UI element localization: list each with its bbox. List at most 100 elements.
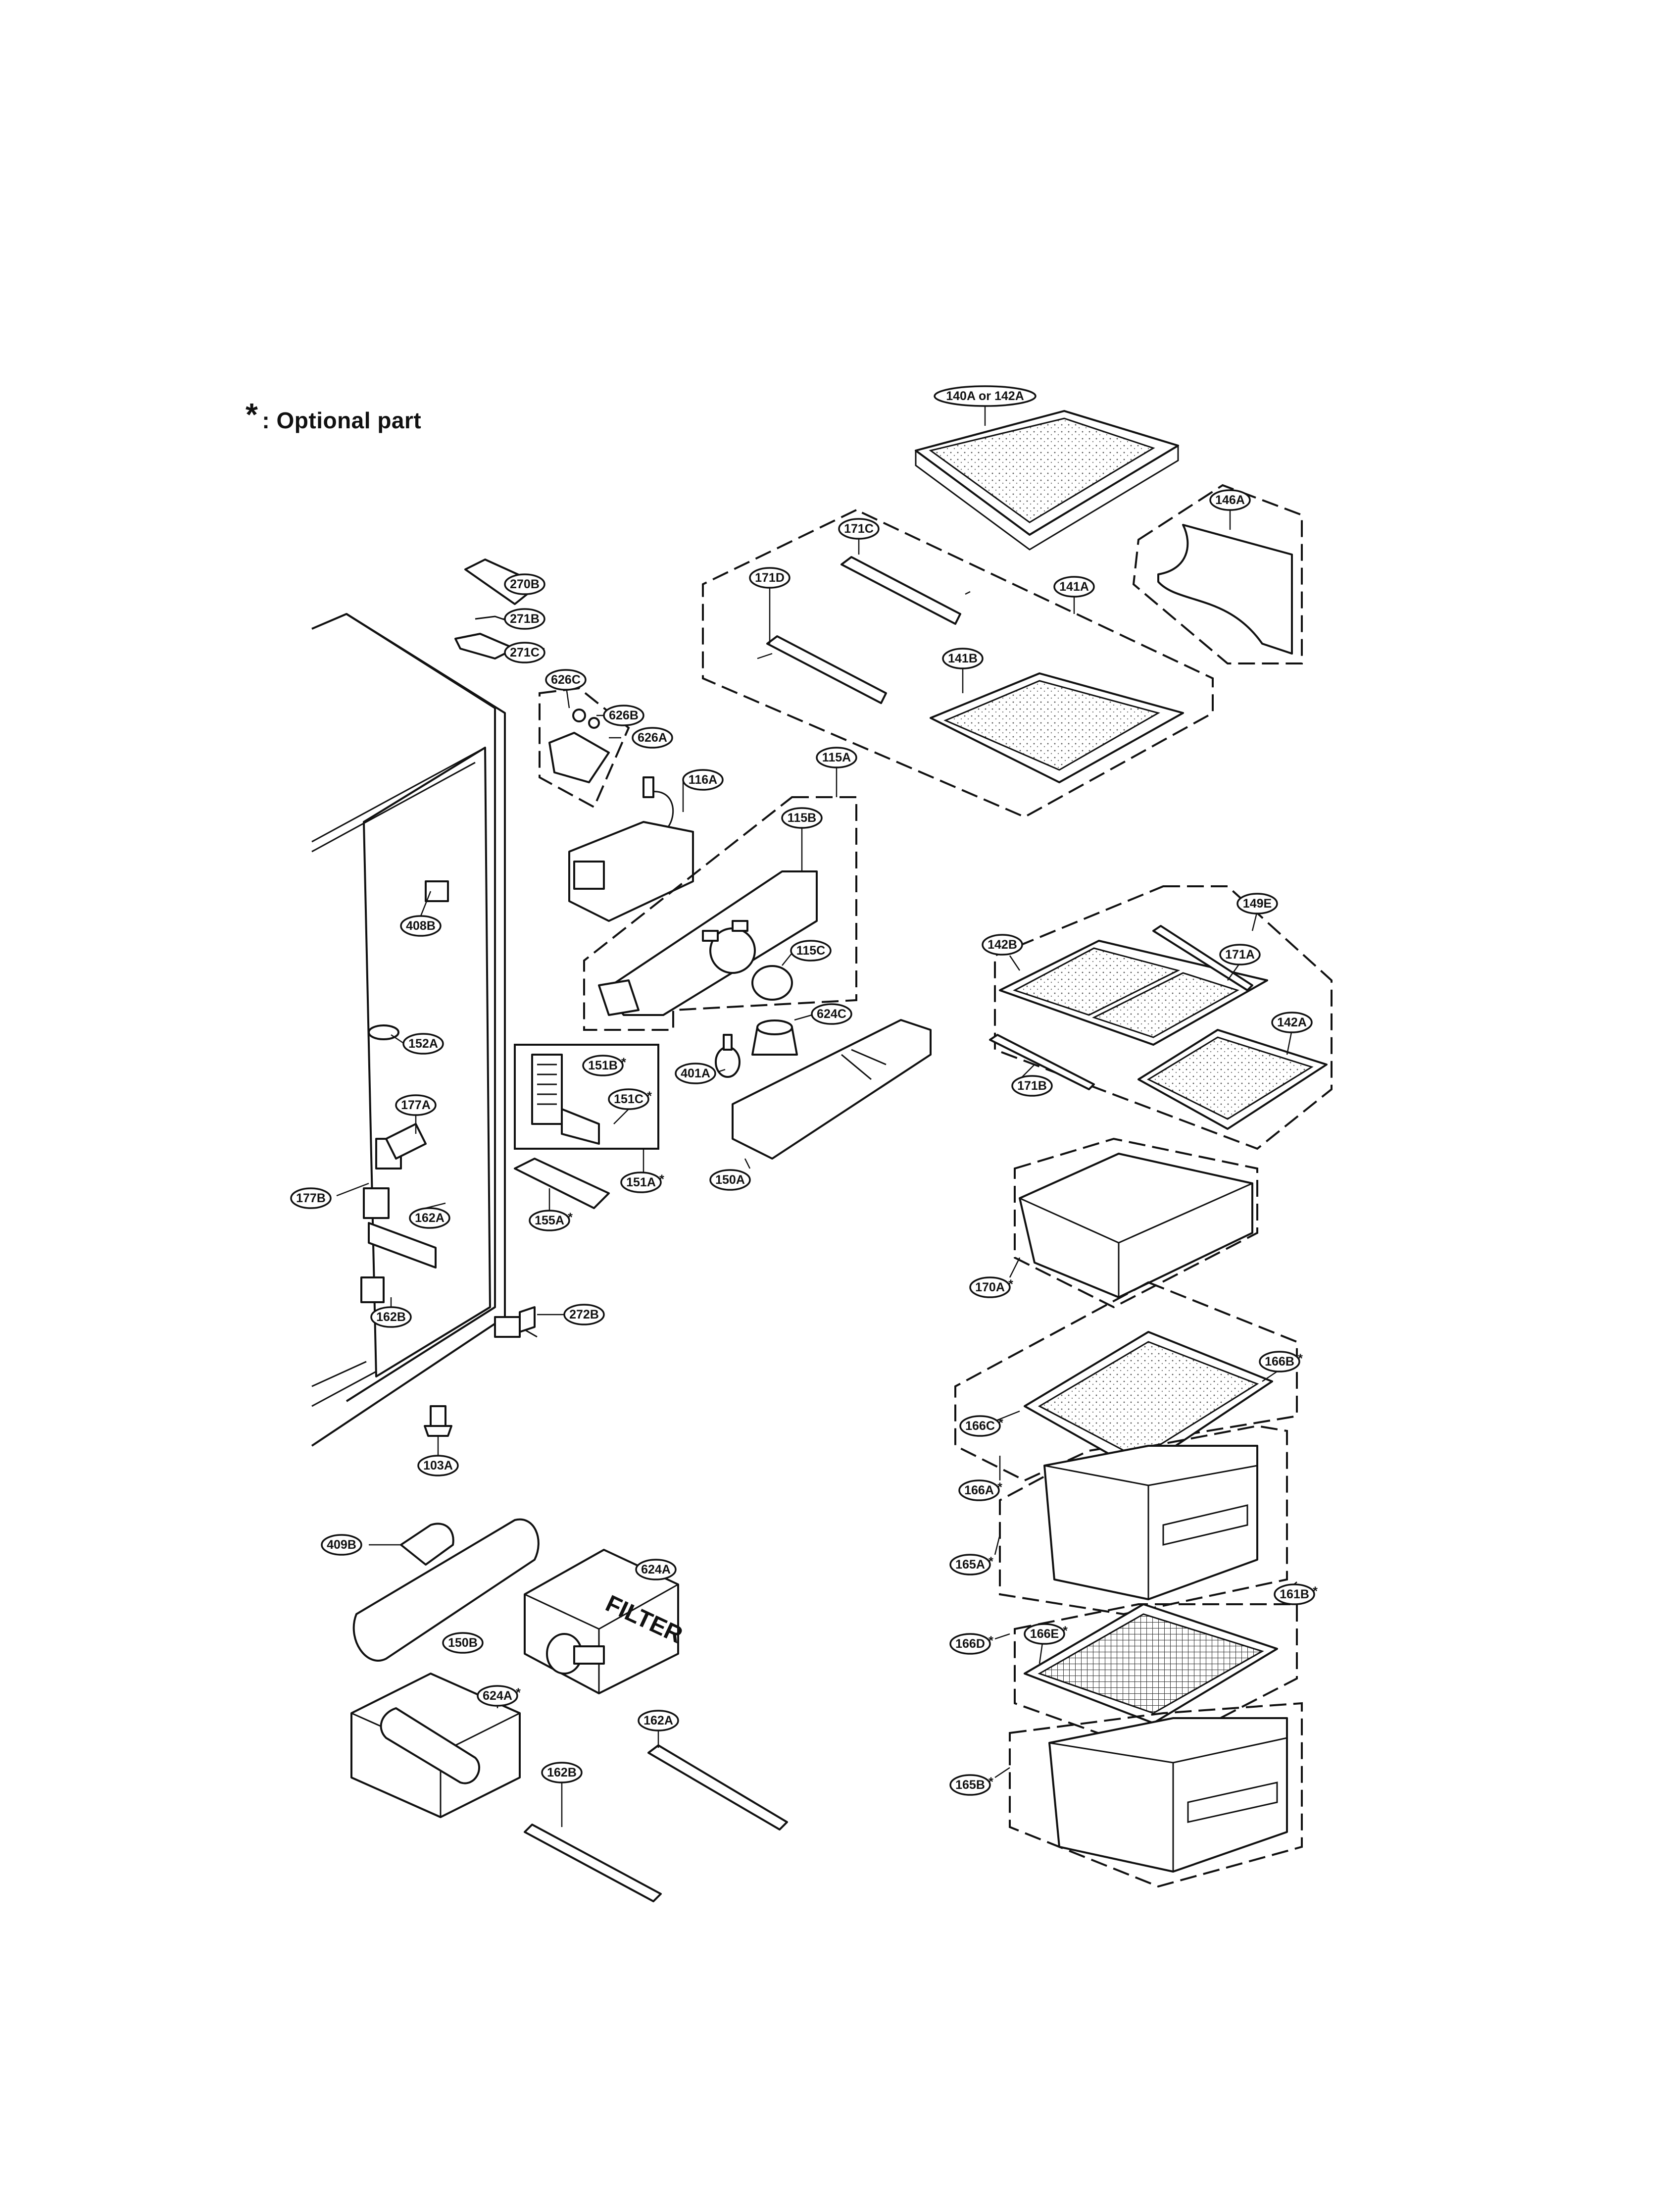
part-number: 166A	[964, 1483, 994, 1497]
optional-asterisk: *	[1298, 1352, 1303, 1366]
part-label-bubble	[402, 1033, 444, 1055]
part-label-bubble	[395, 1094, 437, 1116]
cover-151	[531, 1054, 600, 1145]
control-panel-frame	[583, 796, 857, 1031]
optional-asterisk: *	[998, 1416, 1003, 1430]
part-label-bubble	[934, 385, 1037, 407]
damper-626	[548, 709, 610, 783]
part-label: 177A	[395, 1094, 437, 1116]
filter-cap-409B	[400, 1523, 454, 1566]
part-label: 272B	[563, 1304, 605, 1325]
part-label: 150A	[709, 1169, 751, 1191]
optional-asterisk: *	[1008, 1277, 1013, 1291]
part-label: 146A	[1209, 489, 1251, 511]
crisper-drawer-165B	[1048, 1717, 1288, 1873]
part-number: 626C	[551, 673, 581, 687]
part-label: 103A	[417, 1455, 459, 1476]
part-number: 116A	[689, 773, 717, 787]
part-label: 166D*	[949, 1633, 993, 1655]
part-label-bubble	[321, 1534, 362, 1556]
part-label: 151C*	[608, 1088, 652, 1110]
optional-asterisk: *	[988, 1634, 993, 1648]
optional-asterisk: *	[988, 1775, 993, 1789]
crisper-drawer-frame-165B	[1009, 1702, 1303, 1888]
part-label-bubble	[1024, 1623, 1065, 1645]
crisper-cover-166B	[1024, 1331, 1273, 1472]
filter-box-624A: FILTER	[524, 1549, 687, 1694]
part-label-bubble	[959, 1415, 1001, 1437]
part-label: 171C	[838, 518, 880, 540]
part-label-bubble	[811, 1003, 852, 1025]
filter-cartridge-624A-optional	[350, 1673, 521, 1818]
part-label: 155A *	[529, 1210, 573, 1231]
part-label: 162A	[638, 1710, 679, 1731]
part-label-bubble	[958, 1479, 1000, 1501]
rails-171	[989, 925, 1253, 1090]
part-number: 162B	[376, 1310, 406, 1324]
part-label: 624A	[635, 1559, 677, 1580]
part-number: 271C	[510, 646, 540, 660]
refrigerator-cabinet	[311, 613, 538, 1447]
part-labels: 140A or 142A146A171C171D141A141B270B271B…	[290, 385, 1318, 1796]
part-label-bubble	[442, 1632, 484, 1654]
optional-part-legend: *: Optional part	[246, 397, 421, 436]
part-label-bubble	[603, 705, 644, 726]
part-label: 151B*	[582, 1055, 626, 1076]
part-label-bubble	[1053, 576, 1095, 598]
part-number: 162B	[547, 1766, 577, 1780]
part-label-bubble	[504, 608, 545, 630]
part-label: 141B	[942, 648, 984, 669]
cover-151-frame	[514, 1044, 659, 1150]
lamp-socket-624C	[751, 1019, 798, 1056]
part-label: 271B	[504, 608, 545, 630]
part-number: 141A	[1059, 580, 1089, 594]
optional-asterisk: *	[621, 1056, 626, 1069]
control-panel-115	[598, 870, 818, 1016]
hinge-272B	[519, 1306, 536, 1333]
part-label-bubble	[632, 727, 673, 749]
rail-162B	[524, 1824, 662, 1902]
part-label: 409B	[321, 1534, 362, 1556]
crisper-cover-161B	[1024, 1603, 1278, 1724]
part-number: 626A	[638, 731, 667, 745]
part-number: 151C	[614, 1092, 643, 1106]
part-label: 115A	[816, 747, 857, 768]
part-label-bubble	[1271, 1012, 1313, 1033]
part-number: 146A	[1215, 493, 1245, 507]
part-number: 270B	[510, 577, 540, 591]
optional-asterisk: *	[1313, 1584, 1318, 1598]
part-label-bubble	[709, 1169, 751, 1191]
part-label-bubble	[635, 1559, 677, 1580]
shelf-142A	[1137, 1029, 1328, 1130]
part-number: 115A	[822, 751, 851, 764]
part-number: 165A	[955, 1558, 985, 1572]
legend-asterisk: *	[246, 397, 258, 432]
part-number: 177B	[296, 1191, 326, 1205]
control-module-116A	[568, 776, 694, 922]
part-number: 150B	[448, 1636, 478, 1650]
part-label: 177B	[290, 1187, 332, 1209]
part-label-bubble	[982, 934, 1023, 956]
part-number: 624A	[641, 1563, 671, 1577]
part-number: 177A	[401, 1098, 431, 1112]
part-number: 626B	[609, 709, 639, 722]
drawer-170A	[1019, 1153, 1253, 1298]
part-label: 162A	[409, 1207, 450, 1229]
optional-asterisk: *	[568, 1211, 573, 1224]
part-number: 155A	[535, 1214, 564, 1227]
part-label: 151A*	[620, 1171, 664, 1193]
part-number: 152A	[408, 1037, 438, 1051]
part-label: 142A	[1271, 1012, 1313, 1033]
part-label-bubble	[969, 1276, 1011, 1298]
panel-146	[1157, 524, 1293, 655]
part-label-bubble	[949, 1554, 991, 1576]
bracket-155A	[514, 1158, 610, 1209]
part-label: 624A*	[477, 1685, 521, 1707]
part-label-bubble	[417, 1455, 459, 1476]
crisper-drawer-165A	[1043, 1445, 1258, 1600]
shelf-141	[757, 556, 1184, 783]
lamp-cover-115C	[751, 965, 793, 1001]
part-label-bubble	[1259, 1351, 1300, 1373]
part-label: 401A	[675, 1063, 716, 1084]
part-label-bubble	[942, 648, 984, 669]
